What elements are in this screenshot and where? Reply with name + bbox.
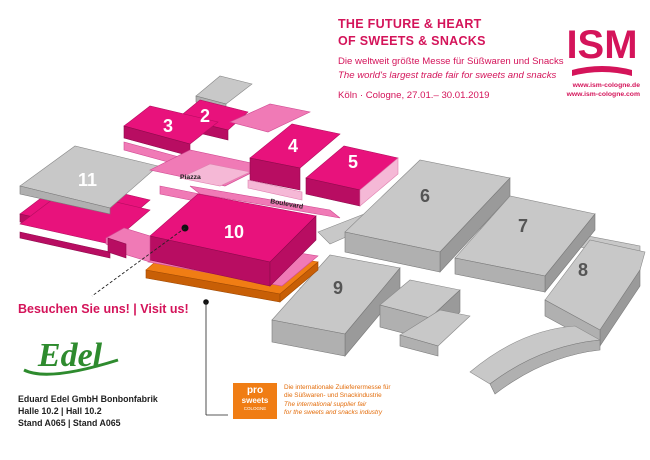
company-name: Eduard Edel GmbH Bonbonfabrik: [18, 394, 158, 404]
event-dates: Köln · Cologne, 27.01.– 30.01.2019: [338, 90, 490, 101]
pro-sweets-pointer: [203, 299, 228, 416]
subtitle-en: The world's largest trade fair for sweet…: [338, 70, 557, 81]
hall-8-label: 8: [578, 260, 589, 280]
hall-6[interactable]: [344, 159, 511, 273]
ism-logo-graphic: ISM: [566, 23, 638, 76]
hall-6-label: 6: [420, 186, 431, 206]
pro-sweets-logo-line-2: sweets: [241, 396, 269, 405]
hall-2-label: 2: [200, 106, 211, 126]
pro-sweets-logo-line-1: pro: [246, 385, 264, 396]
ism-logo[interactable]: ISM: [566, 12, 638, 82]
hall-7[interactable]: [454, 195, 596, 293]
headline: THE FUTURE & HEART OF SWEETS & SNACKS: [338, 16, 486, 50]
hall-11[interactable]: [19, 145, 159, 259]
headline-line-2: OF SWEETS & SNACKS: [338, 34, 486, 48]
hall-10-label: 10: [224, 222, 245, 242]
pro-sweets-de-1: Die internationale Zulieferermesse für: [284, 384, 391, 391]
hall-5-label: 5: [348, 152, 359, 172]
ism-url-de[interactable]: www.ism-cologne.de: [572, 82, 640, 89]
hall-11-label: 11: [78, 170, 98, 190]
subtitle-de: Die weltweit größte Messe für Süßwaren u…: [338, 56, 564, 67]
hall-7-label: 7: [518, 216, 529, 236]
pro-sweets-logo-line-3: COLOGNE: [243, 406, 267, 411]
pro-sweets-en-1: The international supplier fair: [284, 401, 367, 408]
hall-4[interactable]: [247, 123, 341, 201]
pro-sweets-en-2: for the sweets and snacks industry: [284, 409, 383, 416]
edel-logo-graphic: Edel: [23, 337, 119, 376]
pro-sweets-de-2: die Süßwaren- und Snackindustrie: [284, 392, 382, 399]
ism-logo-text: ISM: [568, 23, 636, 67]
service-building: [379, 279, 471, 357]
visit-us-text: Besuchen Sie uns! | Visit us!: [18, 302, 189, 316]
edel-logo-text: Edel: [37, 337, 103, 374]
hall-9-label: 9: [333, 278, 344, 298]
pro-sweets-logo: pro sweets COLOGNE: [233, 383, 277, 419]
hall-9[interactable]: [271, 254, 401, 357]
piazza-label: Piazza: [180, 174, 201, 181]
curved-building: [469, 325, 601, 395]
hall-5[interactable]: [305, 145, 399, 207]
hall-4-label: 4: [288, 136, 299, 156]
hall-10[interactable]: [105, 193, 319, 303]
stand-info: Stand A065 | Stand A065: [18, 418, 121, 428]
hall-3-label: 3: [163, 116, 174, 136]
ism-url-com[interactable]: www.ism-cologne.com: [566, 91, 640, 98]
edel-logo: Edel: [18, 330, 128, 384]
hall-info: Halle 10.2 | Hall 10.2: [18, 406, 102, 416]
headline-line-1: THE FUTURE & HEART: [338, 17, 482, 31]
stand-marker[interactable]: [91, 224, 189, 297]
